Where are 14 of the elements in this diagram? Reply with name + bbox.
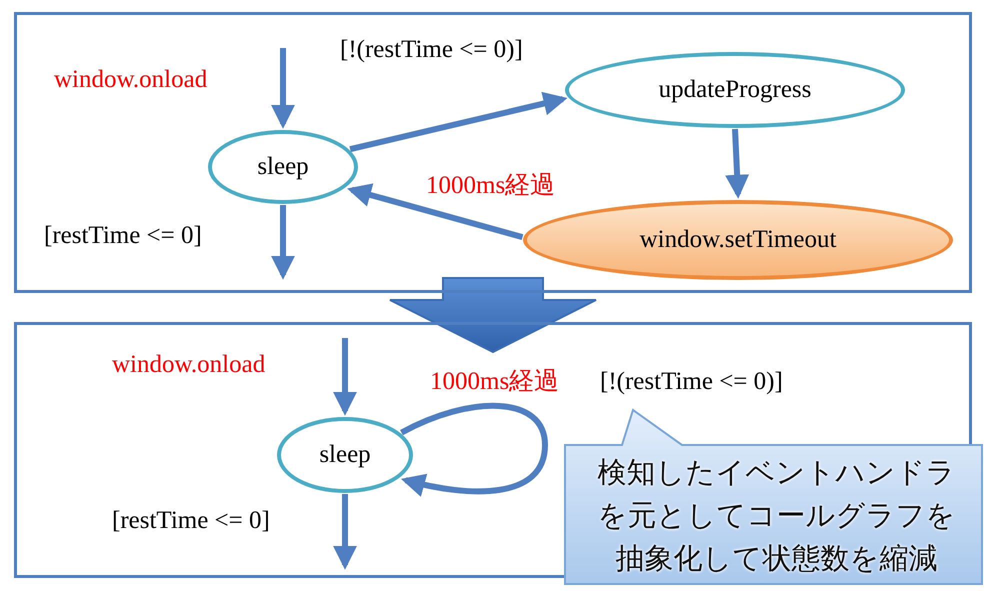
arrow bbox=[333, 494, 357, 570]
arrow bbox=[725, 128, 750, 199]
arrow bbox=[347, 183, 524, 240]
arrow bbox=[271, 48, 295, 129]
arrow bbox=[271, 205, 295, 280]
state-ellipse: sleep bbox=[277, 417, 413, 493]
state-ellipse: sleep bbox=[208, 130, 358, 204]
block-arrow bbox=[389, 277, 597, 354]
arrow bbox=[349, 92, 568, 152]
arrow bbox=[333, 338, 357, 416]
state-ellipse: window.setTimeout bbox=[523, 200, 953, 280]
state-ellipse: updateProgress bbox=[565, 52, 905, 128]
callout-text: 検知したイベントハンドラを元としてコールグラフを抽象化して状態数を縮減 bbox=[596, 454, 956, 577]
self-loop-arrow bbox=[400, 402, 548, 497]
